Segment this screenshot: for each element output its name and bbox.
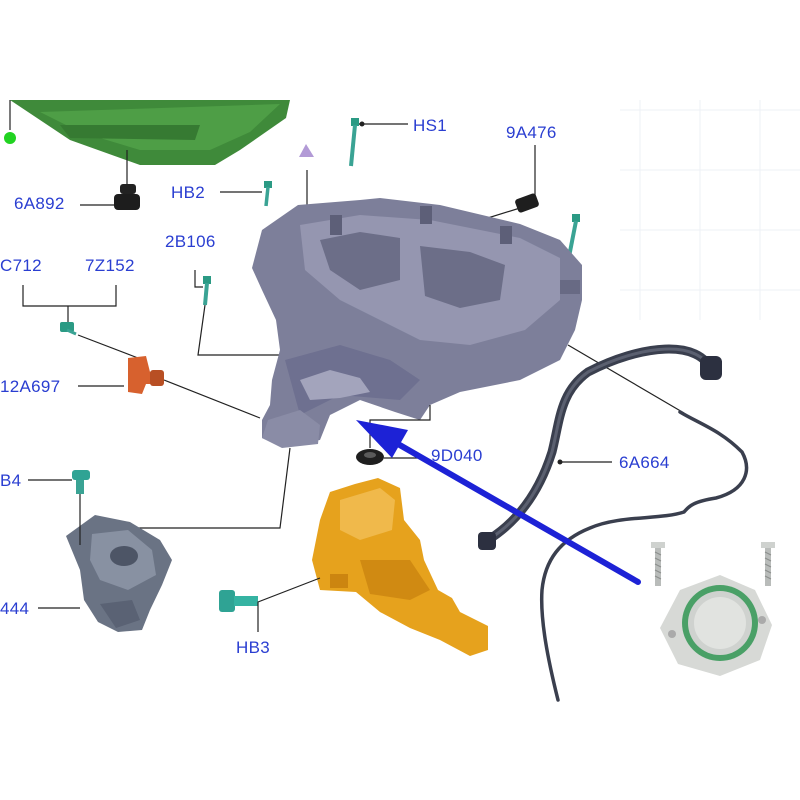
label-6a892: 6A892	[14, 194, 65, 213]
label-c712: C712	[0, 256, 42, 275]
pointer-arrow	[356, 420, 641, 585]
sensor-9a476	[515, 193, 539, 213]
gasket-9d040	[356, 449, 384, 465]
label-444: 444	[0, 599, 30, 618]
label-7z152: 7Z152	[85, 256, 135, 275]
label-9d040: 9D040	[431, 446, 483, 465]
indicator-dot	[4, 132, 16, 144]
valve-12a697	[128, 356, 164, 394]
hose-end-clamp	[700, 356, 722, 380]
label-9a476: 9A476	[506, 123, 557, 142]
bolt-hb3	[219, 590, 258, 612]
label-hb2: HB2	[171, 183, 205, 202]
label-b4: B4	[0, 471, 22, 490]
screw-right	[761, 542, 775, 586]
triangle-marker	[299, 144, 314, 157]
screw-left	[651, 542, 665, 586]
bolt-2b106	[203, 276, 211, 306]
label-12a697: 12A697	[0, 377, 61, 396]
watermark-pattern	[620, 100, 800, 320]
bracket-orange	[312, 478, 488, 656]
label-2b106: 2B106	[165, 232, 216, 251]
label-hb3: HB3	[236, 638, 270, 657]
coolant-pump	[66, 515, 172, 632]
valve-cover-plate	[660, 575, 772, 676]
grommet-part	[114, 184, 140, 210]
clip-b4	[72, 470, 90, 494]
engine-cover	[10, 100, 290, 165]
label-hs1: HS1	[413, 116, 447, 135]
bolt-hs1	[349, 118, 359, 167]
hose-clamp	[478, 532, 496, 550]
sensor-c712	[60, 322, 77, 336]
hose-6a664	[483, 344, 749, 702]
intake-manifold	[252, 198, 582, 448]
bolt-hb2	[264, 181, 272, 207]
label-6a664: 6A664	[619, 453, 670, 472]
